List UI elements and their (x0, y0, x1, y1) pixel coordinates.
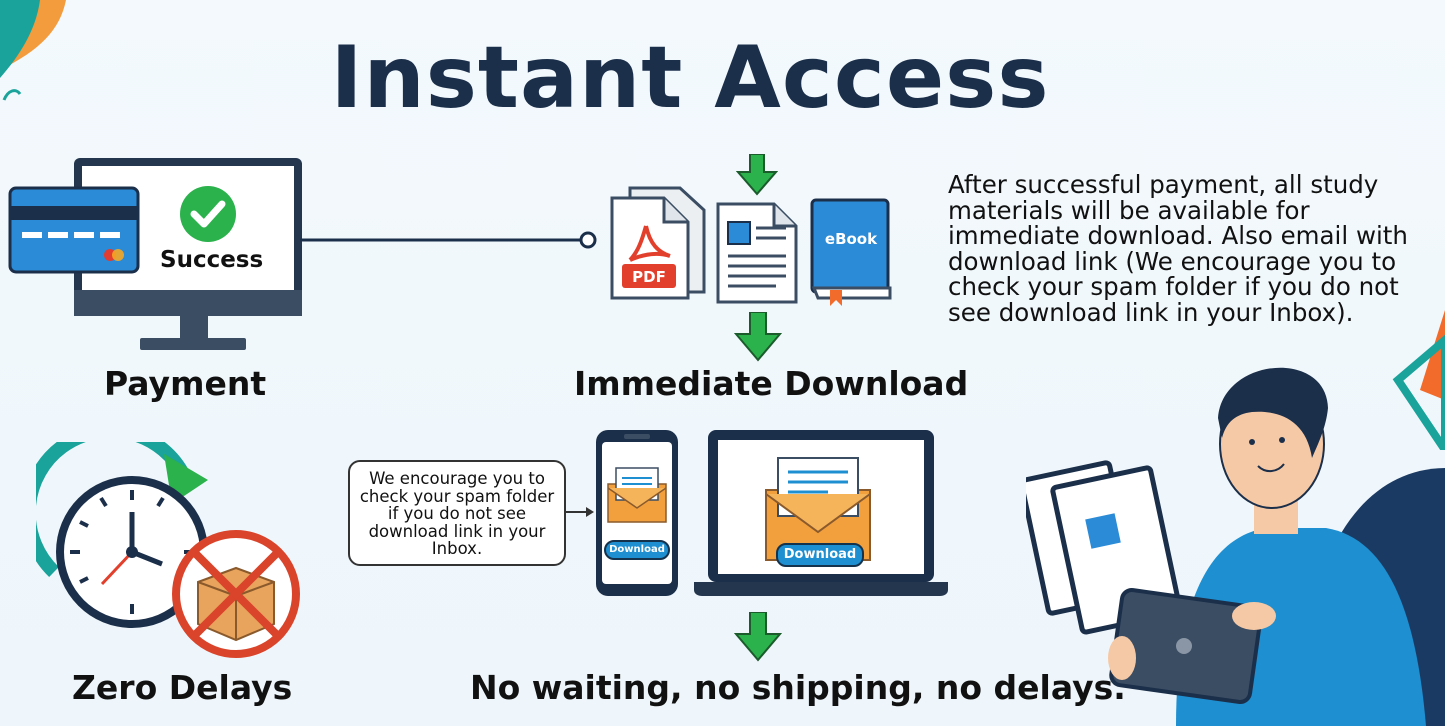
download-arrow-top-icon (736, 154, 778, 196)
pdf-label: PDF (632, 268, 666, 286)
ebook-icon (810, 198, 892, 306)
phone-download-button[interactable]: Download (604, 540, 670, 560)
payment-monitor-icon (8, 158, 302, 350)
document-icon (716, 202, 798, 304)
no-shipping-box-icon (172, 530, 300, 658)
corner-decoration-top-left (0, 0, 66, 101)
payment-label: Payment (104, 364, 267, 403)
spam-note-bubble: We encourage you to check your spam fold… (348, 460, 566, 566)
download-label: Immediate Download (574, 364, 969, 403)
phone-icon (596, 430, 678, 596)
corner-decoration-right (1392, 310, 1445, 450)
ebook-label: eBook (824, 230, 878, 248)
payment-success-text: Success (160, 247, 264, 273)
person-with-tablet-illustration (1026, 367, 1445, 726)
payment-connector-line (300, 231, 597, 249)
zero-delays-label: Zero Delays (72, 668, 293, 707)
tagline: No waiting, no shipping, no delays. (470, 668, 1126, 707)
laptop-download-button[interactable]: Download (776, 543, 864, 567)
download-arrow-bottom-icon (734, 612, 782, 662)
download-arrow-middle-icon (734, 312, 782, 362)
download-description: After successful payment, all study mate… (948, 170, 1408, 327)
page-title: Instant Access (330, 28, 1050, 128)
laptop-icon (694, 430, 948, 596)
clock-icon (36, 442, 208, 628)
pdf-file-icon (610, 186, 706, 300)
bubble-pointer-arrow (566, 507, 594, 517)
